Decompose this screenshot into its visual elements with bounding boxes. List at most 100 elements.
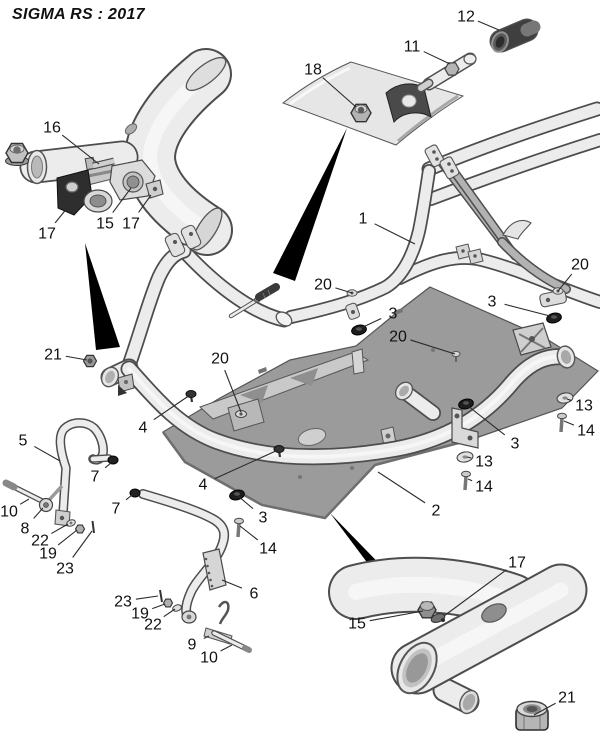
countersunk-bolt-14: [461, 470, 471, 491]
part-number-label: 6: [250, 586, 259, 603]
inset-rear-tube-detail: [356, 585, 561, 731]
part-number-label: 5: [19, 433, 28, 450]
frame-front-tabs: [164, 224, 202, 258]
pin-23: [159, 589, 163, 603]
leader-line: [34, 445, 61, 462]
part-number-label: 1: [359, 211, 368, 228]
rubber-washer-3: [546, 312, 562, 324]
callout-4: 4: [139, 394, 191, 437]
pedal6-hardware: [159, 589, 182, 612]
leader-line: [33, 507, 44, 519]
leader-line: [72, 530, 93, 558]
leader-line: [220, 644, 233, 652]
callout-3: 3: [467, 405, 520, 453]
torsion-bar: [231, 283, 280, 316]
leader-line: [65, 355, 88, 361]
leader-line: [224, 369, 242, 413]
part-number-label: 22: [144, 617, 162, 634]
part-number-label: 22: [31, 533, 49, 550]
part-number-label: 14: [577, 423, 595, 440]
nut-21: [82, 354, 98, 368]
callout-22: 22: [31, 523, 69, 550]
part-number-label: 12: [457, 9, 475, 26]
part-number-label: 18: [304, 62, 322, 79]
callout-13: 13: [566, 398, 593, 415]
rail-open-end: [275, 311, 293, 327]
callout-20: 20: [314, 277, 353, 294]
diagram-title: SIGMA RS : 2017: [12, 6, 145, 23]
callout-16: 16: [43, 120, 100, 165]
part-number-label: 4: [139, 420, 148, 437]
part-number-label: 10: [0, 504, 18, 521]
part-number-label: 10: [200, 650, 218, 667]
callout-1: 1: [359, 211, 416, 245]
callout-23: 23: [114, 594, 159, 611]
callout-7: 7: [91, 462, 112, 486]
leader-line: [477, 20, 500, 31]
part-number-label: 15: [348, 616, 366, 633]
throttle-linkage-9: [203, 600, 252, 653]
leader-line: [533, 702, 556, 716]
leader-line: [467, 405, 506, 436]
part-number-label: 3: [389, 306, 398, 323]
part-number-label: 21: [558, 690, 576, 707]
leader-line: [443, 569, 507, 617]
leader-line: [557, 273, 573, 292]
callout-17: 17: [38, 206, 69, 243]
rubber-washer-3: [229, 489, 245, 501]
part-number-label: 14: [259, 541, 277, 558]
countersunk-bolt-14: [234, 517, 244, 538]
part-number-label: 20: [314, 277, 332, 294]
seat-bracket: [502, 219, 532, 240]
part-number-label: 23: [114, 594, 132, 611]
part-number-label: 21: [44, 347, 62, 364]
brake-pedal-5: [54, 423, 119, 527]
leader-line: [377, 471, 426, 504]
leader-line: [237, 495, 254, 510]
callout-17: 17: [122, 194, 152, 233]
washer-22: [172, 604, 182, 612]
pan-center-hole: [297, 427, 327, 447]
part-number-label: 7: [91, 469, 100, 486]
part-number-label: 3: [259, 510, 268, 527]
callout-11: 11: [404, 39, 451, 65]
rubber-washer-3: [458, 398, 474, 410]
clamp-nut-18: [350, 103, 372, 123]
countersunk-bolt-14: [557, 412, 567, 433]
flat-washer-13: [456, 451, 474, 463]
flat-washer-13: [556, 392, 574, 404]
part-number-label: 17: [122, 216, 140, 233]
leader-line: [374, 223, 416, 245]
leader-line: [138, 194, 152, 213]
callout-17: 17: [443, 555, 526, 617]
callout-15: 15: [348, 610, 424, 633]
inset-steering-mount-detail: [5, 52, 231, 254]
lock-nut-21: [515, 700, 549, 731]
leader-line: [239, 525, 259, 541]
rubber-washer-3: [351, 324, 367, 336]
tube-hole: [124, 123, 138, 135]
leader-line: [54, 206, 69, 224]
part-number-label: 13: [475, 454, 493, 471]
clamp-bolt: [84, 156, 115, 171]
callout-7: 7: [112, 494, 133, 518]
leader-line: [19, 498, 30, 505]
callout-18: 18: [304, 62, 357, 108]
part-number-label: 16: [43, 120, 61, 137]
leader-line: [214, 449, 279, 480]
leader-line: [61, 134, 100, 165]
leader-line: [466, 456, 472, 459]
end-cap-12: [489, 27, 534, 53]
nut-19: [74, 524, 86, 534]
part-number-label: 7: [112, 501, 121, 518]
pedal-cap-7: [107, 455, 119, 465]
leader-line: [467, 478, 473, 482]
rail-tab-20: [345, 302, 361, 320]
lock-nut: [5, 142, 29, 166]
part-number-label: 3: [488, 294, 497, 311]
front-mount-pad: [227, 398, 265, 432]
callout-14: 14: [563, 420, 595, 440]
